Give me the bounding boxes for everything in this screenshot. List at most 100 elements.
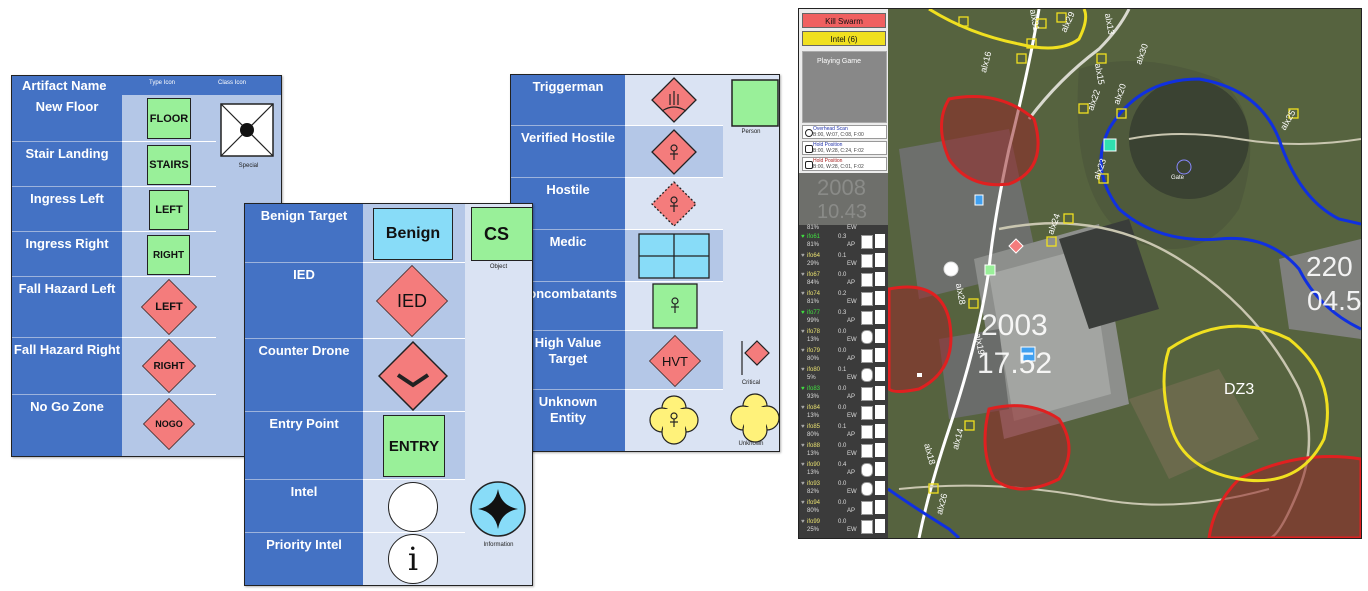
unit-checkbox[interactable] xyxy=(861,444,873,458)
unit-value: 0.3 xyxy=(838,310,847,316)
unit-value: 0.0 xyxy=(838,272,847,278)
legend-overhead-scan[interactable]: Overhead Scan B:00, W:07, C:08, F:00 xyxy=(802,125,887,139)
kill-swarm-button[interactable]: Kill Swarm xyxy=(802,13,886,28)
aerial-map[interactable] xyxy=(799,9,1361,538)
unit-checkbox[interactable] xyxy=(861,406,873,420)
unit-checkbox[interactable] xyxy=(861,387,873,401)
heart-icon: ♥ xyxy=(801,329,805,335)
ingress-left-icon: LEFT xyxy=(149,190,189,230)
object-name: Entry Point xyxy=(245,412,363,480)
legend-hold-position-red[interactable]: Hold Position B:00, W:28, C:01, F:02 xyxy=(802,157,887,171)
intel-button[interactable]: Intel (6) xyxy=(802,31,886,46)
object-name: Benign Target xyxy=(245,204,363,263)
unit-tag: AP xyxy=(847,508,856,514)
top-ew: EW xyxy=(847,225,857,231)
unit-tag: AP xyxy=(847,470,856,476)
unit-id: ifo84 xyxy=(807,405,821,411)
unit-checkbox[interactable] xyxy=(861,235,873,249)
unit-pct: 13% xyxy=(807,470,820,476)
unit-id: ifo64 xyxy=(807,253,821,259)
object-table: Benign Target Benign IED IED Counter Dro… xyxy=(244,203,533,586)
unit-checkbox[interactable] xyxy=(861,292,873,306)
artifact-row-ingress-left: Ingress Left LEFT xyxy=(12,187,281,232)
unit-pct: 81% xyxy=(807,299,820,305)
unit-checkbox[interactable] xyxy=(861,425,873,439)
unit-checkbox[interactable] xyxy=(861,311,873,325)
unit-tag: EW xyxy=(847,451,857,457)
artifact-row-fall-hazard-left: Fall Hazard Left LEFT xyxy=(12,277,281,338)
legend-detail: B:00, W:28, C:24, F:02 xyxy=(813,148,864,154)
heart-icon: ♥ xyxy=(801,367,805,373)
unknown-class-icon xyxy=(729,393,779,448)
unit-id: ifo67 xyxy=(807,272,821,278)
unit-scroll-cell xyxy=(875,519,885,533)
person-class-label: Person xyxy=(741,129,761,135)
heart-icon: ♥ xyxy=(801,386,805,392)
triggerman-icon xyxy=(651,77,697,128)
artifact-table: Artifact Name Type Icon Class Icon New F… xyxy=(11,75,282,457)
person-row-verified-hostile: Verified Hostile xyxy=(511,126,779,178)
unit-value: 0.3 xyxy=(838,234,847,240)
map-view[interactable]: 2003 17.52 220 04.5 DZ3 Gate alx31 alx29… xyxy=(798,8,1362,539)
unit-checkbox[interactable] xyxy=(861,254,873,268)
building-subnumber: 17.52 xyxy=(977,347,1053,380)
unit-pct: 25% xyxy=(807,527,820,533)
unit-id: ifo80 xyxy=(807,367,821,373)
person-name: Triggerman xyxy=(511,75,625,126)
unit-id: ifo83 xyxy=(807,386,821,392)
artifact-name: No Go Zone xyxy=(12,395,122,456)
medic-icon xyxy=(638,233,710,284)
unit-pct: 80% xyxy=(807,356,820,362)
unit-checkbox[interactable] xyxy=(861,368,873,382)
unit-checkbox[interactable] xyxy=(861,520,873,534)
unit-checkbox[interactable] xyxy=(861,463,873,477)
artifact-table-header: Artifact Name Type Icon Class Icon xyxy=(12,76,281,95)
unit-scroll-cell xyxy=(875,443,885,457)
heart-icon: ♥ xyxy=(801,500,805,506)
artifact-name: Ingress Left xyxy=(12,187,122,232)
unit-scroll-cell xyxy=(875,367,885,381)
unit-value: 0.1 xyxy=(838,253,847,259)
legend-detail: B:00, W:07, C:08, F:00 xyxy=(813,132,864,138)
game-status: Playing Game xyxy=(817,58,861,65)
heart-icon: ♥ xyxy=(801,253,805,259)
unit-checkbox[interactable] xyxy=(861,482,873,496)
person-table: Triggerman Verified Hostile Hostile Medi… xyxy=(510,74,780,452)
unit-checkbox[interactable] xyxy=(861,273,873,287)
fall-hazard-right-icon: RIGHT xyxy=(142,339,196,393)
fall-hazard-left-icon: LEFT xyxy=(141,279,197,335)
floor-icon: FLOOR xyxy=(147,98,191,139)
unit-tag: EW xyxy=(847,261,857,267)
artifact-row-new-floor: New Floor FLOOR xyxy=(12,95,281,142)
unit-checkbox[interactable] xyxy=(861,330,873,344)
unit-value: 0.0 xyxy=(838,329,847,335)
heart-icon: ♥ xyxy=(801,424,805,430)
unit-scroll-cell xyxy=(875,310,885,324)
no-go-zone-icon: NOGO xyxy=(143,398,195,450)
object-name: Priority Intel xyxy=(245,533,363,585)
unit-checkbox[interactable] xyxy=(861,349,873,363)
unit-pct: 80% xyxy=(807,508,820,514)
legend-hold-position-blue[interactable]: Hold Position B:00, W:28, C:24, F:02 xyxy=(802,141,887,155)
priority-intel-icon: i xyxy=(388,534,438,584)
unit-value: 0.0 xyxy=(838,481,847,487)
unit-checkbox[interactable] xyxy=(861,501,873,515)
unit-id: ifo77 xyxy=(807,310,821,316)
